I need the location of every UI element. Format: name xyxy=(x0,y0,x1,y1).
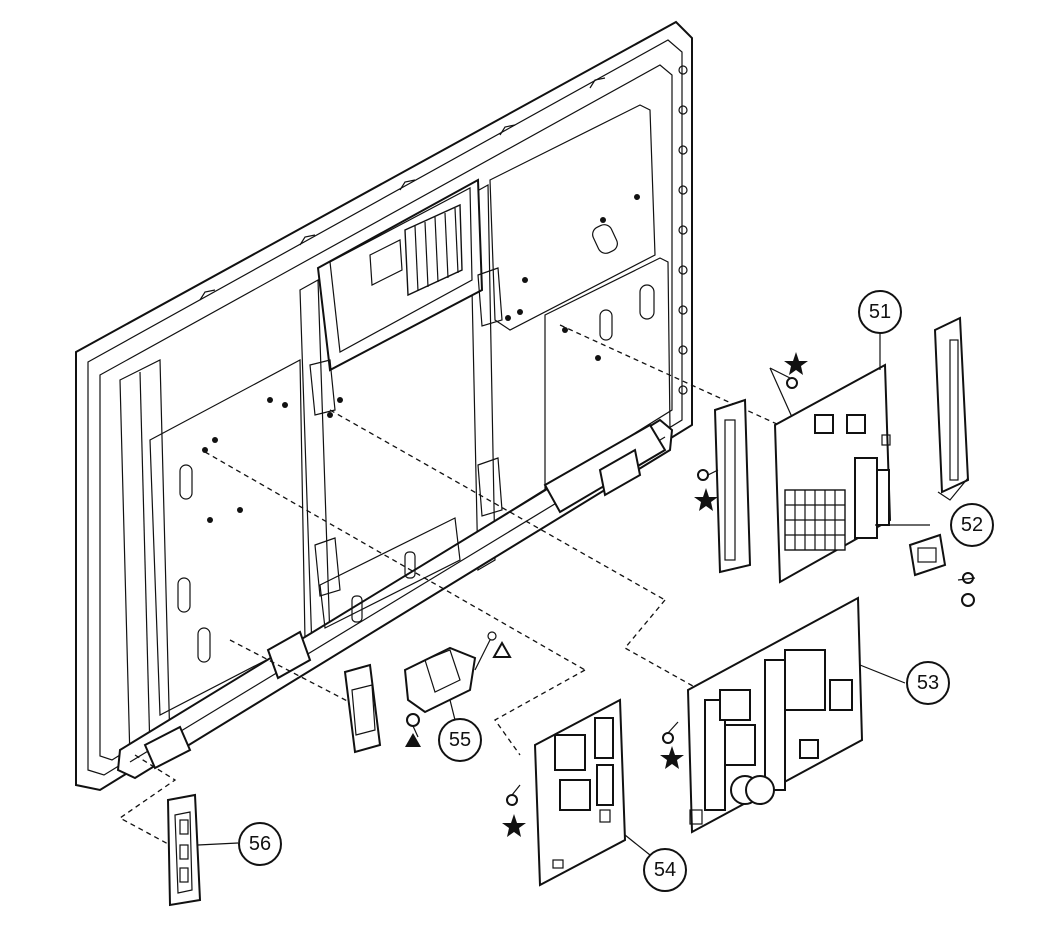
part-53-pcb xyxy=(662,596,906,834)
star-icon xyxy=(660,746,684,769)
callout-label-51: 51 xyxy=(869,301,891,323)
side-bracket-left-of-51 xyxy=(697,398,752,574)
callout-51: 51 xyxy=(858,290,902,334)
callout-label-53: 53 xyxy=(917,672,939,694)
callout-label-55: 55 xyxy=(449,729,471,751)
callout-54: 54 xyxy=(624,834,687,892)
star-icon xyxy=(502,814,526,837)
callout-52: 52 xyxy=(950,503,994,547)
main-chassis xyxy=(75,20,693,792)
part-56-bracket xyxy=(166,793,239,907)
star-icon xyxy=(694,488,718,511)
callout-55: 55 xyxy=(438,699,482,762)
leader-lines xyxy=(118,324,801,846)
open-triangle-icon xyxy=(492,640,512,658)
callout-label-52: 52 xyxy=(961,514,983,536)
callout-53: 53 xyxy=(906,661,950,705)
filled-triangle-icon xyxy=(405,733,421,747)
callout-label-54: 54 xyxy=(654,859,676,881)
marker-icons xyxy=(405,352,808,837)
part-55-assembly xyxy=(343,631,497,754)
callout-label-56: 56 xyxy=(249,833,271,855)
part-51-pcb xyxy=(773,328,892,584)
part-52-bracket xyxy=(875,316,976,607)
callout-56: 56 xyxy=(238,822,282,866)
star-icon xyxy=(784,352,808,375)
part-54-pcb xyxy=(506,698,627,887)
